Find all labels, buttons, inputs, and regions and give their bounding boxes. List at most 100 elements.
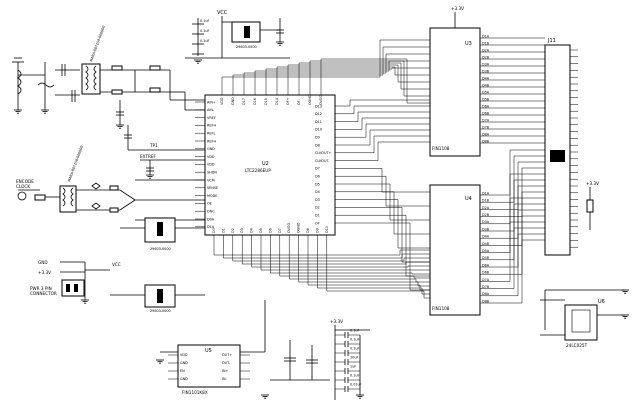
u2-left-pin-label: AIN- [207,108,215,112]
bus-wire-right [345,99,430,107]
bus-wire-bottom [298,245,430,287]
bus-wire-right [345,168,430,193]
lvds-driver-u3: U3 FIN1108 +3.3V D1AD1BD2AD2BD3AD3BD4AD4… [429,6,545,157]
u3-pin-label: D4A [482,76,490,80]
u2-right-pin-label: CLKOUT- [315,159,330,163]
u2-bottom-pin-label: OGND [297,222,301,233]
bus-wire-top [298,62,430,90]
u4-pin-label: D1A [482,191,490,195]
u2-top-pin-label: OGND [308,94,312,105]
u4-ref: U4 [465,196,472,202]
j11-ref: J11 [547,38,556,44]
bus-wire-top [243,53,430,85]
u2-top-pin-label: VDD [220,97,224,105]
u2-top-pin-label: D14 [275,98,279,105]
bus-wire-right [345,222,430,291]
bus-wire-right [345,175,430,207]
bus-wire-right [345,214,430,277]
cap-label-2: 0.1uF [200,39,210,43]
u6-part: 24LC025T [566,343,588,348]
u2-top-pin-label: OF- [297,98,301,105]
u4-pin-label: D2B [482,213,490,217]
u2-right-pin-label: D13 [315,104,322,108]
u4-output-wire [480,209,545,268]
u2-top-pin-label: D15 [264,98,268,105]
clock-label: CLOCK [16,184,30,189]
ldo-label-top: 29603-0000 [236,45,257,49]
cap-bank-label: 0.1uF [350,374,360,378]
u3-pin-label: D5A [482,90,490,94]
u2-right-pin-label: D11 [315,120,322,124]
u2-left-pin-label: VDD [207,155,215,159]
u2-right-pin-label: D8 [315,143,320,147]
u2-bottom-pin-label: D4 [250,228,254,233]
net-3v3-right: +3.3V [586,181,599,186]
cap-label-1: 0.1uF [200,29,210,33]
u3-pin-label: D4B [482,83,490,87]
u2-bottom-pin-label: D2 [231,228,235,233]
cap-bank-label: 0.01uF [350,383,362,387]
u2-left-pin-label: REFL [207,132,215,136]
u2-left-pin-label: AIN+ [207,100,216,104]
xfmr-a-label: MABA-007159-000000 [89,25,106,62]
u3-pin-label: D6B [482,111,490,115]
net-3v3-left: +3.3V [38,270,51,275]
u2-right-pin-label: D12 [315,112,322,116]
encode-label: ENCODE [16,179,34,184]
u4-pin-label: D1B [482,199,490,203]
u5-pin-label: GND [180,361,188,365]
u4-output-wire [480,149,545,196]
u4-output-wire [480,185,545,239]
u3-pin-label: D1A [482,34,490,38]
u2-part: LTC2286EUP [245,168,271,173]
u4-pin-label: D5B [482,256,490,260]
u2-right-pin-label: D1 [315,214,320,218]
bus-wire-right [345,117,430,130]
u2-top-pin-label: GND [231,97,235,105]
u4-pin-label: D8B [482,299,490,303]
u2-top-pin-label: OVDD [319,94,323,105]
u2-left-pin-label: SHDN [207,171,217,175]
bus-wire-top [276,66,430,85]
cap-bank-label: 0.1uF [350,347,360,351]
u2-left-pin-label: OE [207,202,212,206]
u2-bottom-pin-label: D6 [268,228,272,233]
data-bus-wires [213,39,430,299]
eeprom-u6: U6 24LC025T +3.3V [540,181,625,348]
u4-pin-label: D7A [482,278,490,282]
u3-pin-label: D6A [482,104,490,108]
bus-wire-top [265,67,430,85]
bus-wire-right [345,191,430,235]
u2-right-pin-label: D5 [315,182,320,186]
pwr-connector-sub: CONNECTOR [30,291,57,296]
u5-ref: U5 [205,348,212,354]
u4-output-wire [480,221,545,282]
bus-wire-top [232,46,430,85]
u2-right-pin-label: D9 [315,136,320,140]
bus-wire-right [345,105,430,115]
u5-pin-label: OUT+ [222,353,232,357]
u4-output-wire [480,227,545,289]
u4-output-wire [480,215,545,275]
u2-left-pin-label: VDD [207,163,215,167]
top-decoupling-section: VCC 0.1uF 0.1uF 0.1uF 29603-0000 [185,10,290,59]
net-3v3-bottom: +3.3V [330,319,343,324]
u2-bottom-pin-label: D10 [325,226,329,233]
cap-bank-label: 1uF [350,365,356,369]
bus-wire-top [287,64,430,85]
u5-pin-label: EN [180,369,185,373]
adc-u2: U2 LTC2286EUP AIN+AIN-VREFREFHREFLREFHGN… [195,85,345,245]
u2-bottom-pin-label: D1 [221,228,225,233]
u2-left-pin-label: REFH [207,124,216,128]
u4-output-wire [480,161,545,210]
u2-left-pin-label: D0A [207,217,215,221]
bus-wire-right [345,141,430,161]
u3-pin-label: D1B [482,41,490,45]
u6-ref: U6 [598,299,605,305]
u2-left-pin-label: SENSE [207,186,218,190]
u3-ref: U3 [465,41,472,47]
u2-top-pin-label: D16 [253,98,257,105]
bus-wire-right [345,183,430,221]
